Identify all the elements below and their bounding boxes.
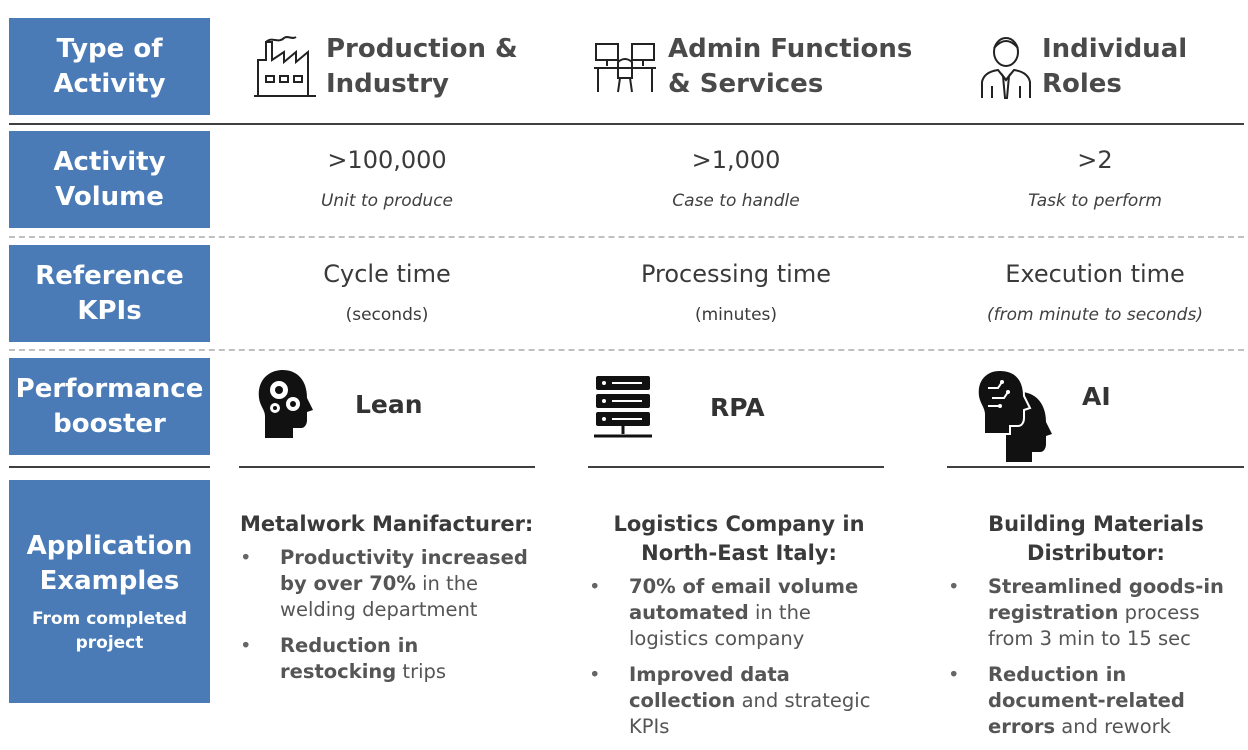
- separator-line: [9, 466, 210, 468]
- example-heading: Metalwork Manifacturer:: [240, 512, 534, 536]
- example-bullet: 70% of email volume automated in the log…: [589, 574, 889, 652]
- volume-unit: Unit to produce: [320, 191, 454, 211]
- office-desk-icon: [592, 34, 658, 100]
- server-icon: [592, 374, 654, 440]
- column-underline: [239, 466, 535, 468]
- example-bullet: Reduction in document-related errors and…: [948, 662, 1244, 740]
- label-application-examples: Application Examples From completed proj…: [9, 480, 210, 703]
- ai-heads-icon: [974, 368, 1058, 464]
- example-heading: Distributor:: [1027, 541, 1165, 565]
- volume-unit: Case to handle: [672, 191, 800, 211]
- bullet-bold: Productivity increased by over 70%: [280, 546, 528, 595]
- label-line: Examples: [39, 565, 180, 596]
- column-title-line: Roles: [1042, 69, 1122, 99]
- example-metalwork: Metalwork Manifacturer: Productivity inc…: [240, 510, 540, 695]
- column-title-line: Production &: [326, 34, 518, 64]
- bullet-bold: Improved data collection: [629, 663, 790, 712]
- bullet-text: trips: [396, 660, 447, 683]
- example-logistics: Logistics Company in North-East Italy: 7…: [589, 510, 889, 750]
- separator-line: [9, 123, 1244, 125]
- example-heading: Building Materials: [988, 512, 1204, 536]
- volume-value: >1,000: [691, 146, 781, 174]
- label-line: Activity: [53, 68, 166, 99]
- bullet-text: and strategic KPIs: [629, 689, 871, 738]
- label-line: Application: [26, 530, 193, 561]
- kpi-name: Execution time: [1005, 260, 1185, 288]
- label-type-of-activity: Type of Activity: [9, 18, 210, 115]
- example-bullets: 70% of email volume automated in the log…: [589, 574, 889, 740]
- volume-unit: Task to perform: [1028, 191, 1162, 211]
- bullet-bold: 70% of email volume automated: [629, 575, 859, 624]
- label-line: Volume: [55, 181, 164, 212]
- example-bullet: Reduction in restocking trips: [240, 633, 540, 685]
- example-bullet: Productivity increased by over 70% in th…: [240, 545, 540, 623]
- label-sub-line: project: [75, 632, 144, 653]
- label-sub-line: From completed: [31, 608, 188, 629]
- factory-icon: [252, 34, 318, 100]
- column-title-line: Admin Functions: [668, 34, 913, 64]
- person-icon: [976, 34, 1036, 100]
- example-heading: North-East Italy:: [641, 541, 837, 565]
- column-title-line: Industry: [326, 69, 449, 99]
- example-bullets: Streamlined goods-in registration proces…: [948, 574, 1244, 740]
- separator-line: [9, 349, 1244, 351]
- kpi-unit: (seconds): [345, 305, 429, 325]
- booster-rpa: RPA: [592, 374, 765, 440]
- column-title: Admin Functions & Services: [668, 32, 912, 102]
- booster-ai: AI: [974, 368, 1111, 464]
- column-underline: [947, 466, 1244, 468]
- label-line: Reference: [35, 260, 184, 291]
- bullet-text: and rework: [1055, 715, 1171, 738]
- kpi-name: Cycle time: [323, 260, 451, 288]
- example-bullet: Improved data collection and strategic K…: [589, 662, 889, 740]
- column-underline: [588, 466, 884, 468]
- label-line: KPIs: [77, 295, 142, 326]
- example-bullet: Streamlined goods-in registration proces…: [948, 574, 1244, 652]
- label-performance-booster: Performance booster: [9, 358, 210, 455]
- example-bullets: Productivity increased by over 70% in th…: [240, 545, 540, 685]
- example-building-materials: Building Materials Distributor: Streamli…: [948, 510, 1244, 750]
- column-header-production: Production & Industry: [252, 32, 518, 102]
- bullet-bold: Reduction in document-related errors: [988, 663, 1185, 738]
- separator-line: [9, 236, 1244, 238]
- kpi-unit: (minutes): [694, 305, 778, 325]
- booster-name: RPA: [710, 392, 765, 422]
- booster-name: Lean: [355, 389, 423, 419]
- column-header-admin: Admin Functions & Services: [592, 32, 912, 102]
- volume-value: >100,000: [327, 146, 447, 174]
- column-header-individual: Individual Roles: [976, 32, 1187, 102]
- bullet-bold: Streamlined goods-in registration: [988, 575, 1224, 624]
- head-gears-icon: [255, 368, 317, 440]
- bullet-text: in the welding department: [280, 572, 479, 621]
- column-title: Production & Industry: [326, 32, 518, 102]
- bullet-bold: Reduction in restocking: [280, 634, 419, 683]
- booster-name: AI: [1082, 381, 1111, 411]
- bullet-text: in the logistics company: [629, 601, 811, 650]
- kpi-name: Processing time: [640, 260, 831, 288]
- label-line: Performance: [15, 373, 204, 404]
- label-activity-volume: Activity Volume: [9, 131, 210, 228]
- column-title-line: Individual: [1042, 34, 1188, 64]
- example-heading: Logistics Company in: [613, 512, 865, 536]
- label-line: booster: [53, 408, 166, 439]
- volume-value: >2: [1077, 146, 1113, 174]
- label-line: Type of: [56, 33, 163, 64]
- kpi-unit: (from minute to seconds): [987, 305, 1203, 325]
- bullet-text: process from 3 min to 15 sec: [988, 601, 1200, 650]
- column-title-line: & Services: [668, 69, 824, 99]
- label-line: Activity: [53, 146, 166, 177]
- label-reference-kpis: Reference KPIs: [9, 245, 210, 342]
- column-title: Individual Roles: [1042, 32, 1187, 102]
- booster-lean: Lean: [255, 368, 423, 440]
- label-sub: From completed project: [32, 607, 187, 655]
